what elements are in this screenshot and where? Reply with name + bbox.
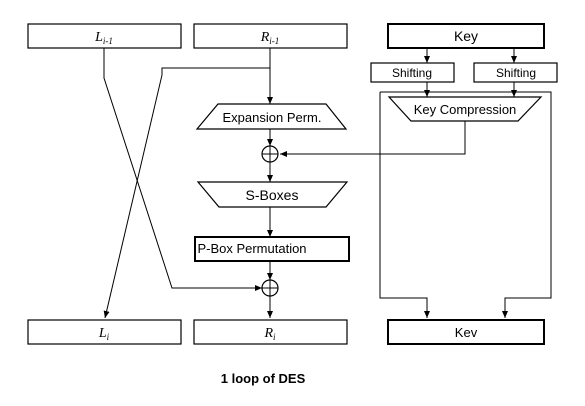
expansion-block: Expansion Perm. bbox=[195, 103, 348, 130]
key-top-box: Key bbox=[387, 23, 545, 49]
shifting-right-label: Shifting bbox=[496, 66, 536, 80]
svg-text:Ri: Ri bbox=[263, 326, 276, 342]
svg-text:Ri-1: Ri-1 bbox=[260, 30, 280, 46]
key-path-left-line bbox=[379, 92, 430, 318]
svg-text:Li-1: Li-1 bbox=[94, 30, 113, 46]
r-next-sub: i bbox=[273, 332, 276, 342]
r-prev-main: R bbox=[260, 30, 270, 45]
l-to-xor-line bbox=[103, 48, 262, 291]
key-path-right-line bbox=[380, 91, 552, 318]
key-bottom-label: Kev bbox=[455, 325, 478, 340]
l-prev-main: L bbox=[94, 30, 103, 45]
l-next-sub: i bbox=[107, 332, 110, 342]
expansion-label: Expansion Perm. bbox=[223, 110, 322, 125]
xor-top-icon bbox=[261, 145, 279, 163]
r-prev-box: Ri-1 bbox=[193, 23, 348, 49]
shifting-left-box: Shifting bbox=[370, 62, 455, 83]
r-next-main: R bbox=[263, 326, 273, 341]
diagram-caption: 1 loop of DES bbox=[221, 371, 306, 386]
xor-bottom-icon bbox=[261, 279, 279, 297]
shifting-right-box: Shifting bbox=[473, 62, 558, 83]
key-top-label: Key bbox=[454, 28, 478, 44]
svg-text:Li: Li bbox=[98, 326, 110, 342]
r-next-box: Ri bbox=[193, 319, 348, 345]
key-compression-block: Key Compression bbox=[387, 96, 543, 122]
sboxes-label: S-Boxes bbox=[246, 187, 299, 203]
pbox-block: P-Box Permutation bbox=[194, 236, 350, 262]
sboxes-block: S-Boxes bbox=[196, 181, 349, 208]
l-prev-sub: i-1 bbox=[103, 36, 113, 46]
subkey-to-xor-arrow bbox=[280, 121, 466, 157]
pbox-label: P-Box Permutation bbox=[197, 241, 306, 256]
shifting-left-label: Shifting bbox=[392, 66, 432, 80]
key-compression-label: Key Compression bbox=[414, 102, 517, 117]
l-next-box: Li bbox=[27, 319, 182, 345]
l-prev-box: Li-1 bbox=[27, 23, 182, 49]
l-next-main: L bbox=[98, 326, 107, 341]
key-bottom-box: Kev bbox=[387, 319, 545, 345]
r-prev-sub: i-1 bbox=[269, 36, 279, 46]
r-to-l-next-line bbox=[103, 67, 270, 319]
